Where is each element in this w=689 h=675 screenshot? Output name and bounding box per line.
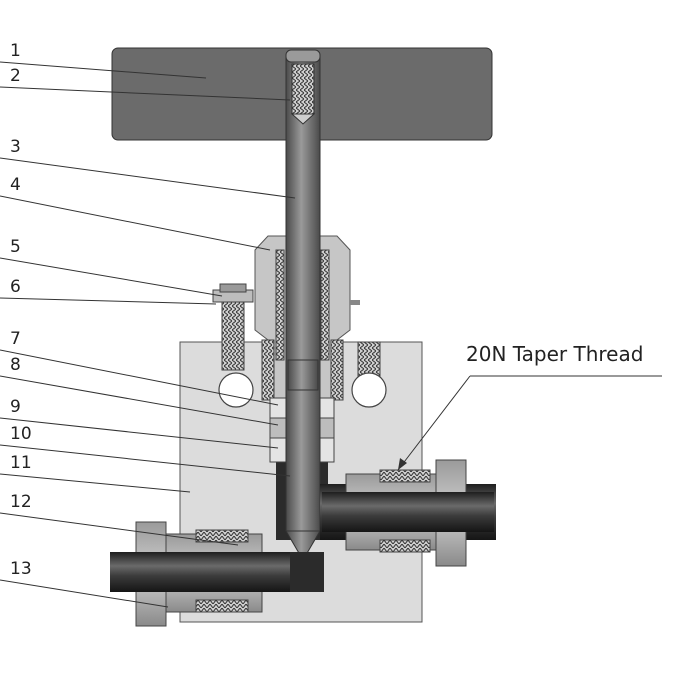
label-1: 1 (10, 41, 21, 61)
set-screw (285, 49, 321, 125)
label-3: 3 (10, 137, 21, 157)
taper-thread-callout: 20N Taper Thread (466, 342, 643, 366)
label-5: 5 (10, 237, 21, 257)
label-4: 4 (10, 175, 21, 195)
label-10: 10 (10, 424, 32, 444)
label-7: 7 (10, 329, 21, 349)
label-6: 6 (10, 277, 21, 297)
outlet-fitting-right (320, 459, 496, 567)
label-12: 12 (10, 492, 32, 512)
label-9: 9 (10, 397, 21, 417)
label-11: 11 (10, 453, 32, 473)
label-13: 13 (10, 559, 32, 579)
leader-lines (0, 61, 662, 608)
valve-stem (285, 55, 321, 561)
label-8: 8 (10, 355, 21, 375)
mounting-bolt-right (351, 341, 387, 408)
inlet-fitting-left (110, 521, 324, 627)
part-number-labels: 1 2 3 4 5 6 7 8 9 10 11 12 13 20N Taper … (10, 41, 643, 579)
label-2: 2 (10, 66, 21, 86)
